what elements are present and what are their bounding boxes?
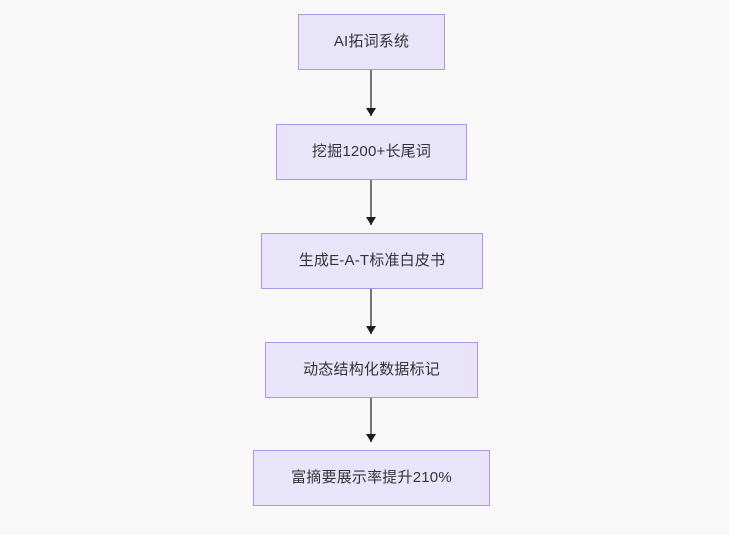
flow-node-label: 动态结构化数据标记 xyxy=(303,361,440,378)
flow-node-generate-eat-whitepaper[interactable]: 生成E-A-T标准白皮书 xyxy=(261,233,483,289)
flow-node-ai-keyword-system[interactable]: AI拓词系统 xyxy=(298,14,445,70)
arrowhead-node4 xyxy=(366,326,376,334)
flow-node-mine-longtail-keywords[interactable]: 挖掘1200+长尾词 xyxy=(276,124,467,180)
flow-node-label: AI拓词系统 xyxy=(333,33,410,50)
flow-node-dynamic-structured-data-markup[interactable]: 动态结构化数据标记 xyxy=(265,342,478,398)
flow-node-label: 挖掘1200+长尾词 xyxy=(311,143,432,160)
arrowhead-node3 xyxy=(366,217,376,225)
flow-node-label: 生成E-A-T标准白皮书 xyxy=(298,252,446,269)
arrowhead-node2 xyxy=(366,108,376,116)
edge-node1-to-node2 xyxy=(370,70,372,116)
flow-node-label: 富摘要展示率提升210% xyxy=(291,469,452,486)
edge-node2-to-node3 xyxy=(370,180,372,225)
edge-node4-to-node5 xyxy=(370,398,372,442)
flow-node-rich-snippet-rate-increase[interactable]: 富摘要展示率提升210% xyxy=(253,450,490,506)
arrowhead-node5 xyxy=(366,434,376,442)
edge-node3-to-node4 xyxy=(370,289,372,334)
